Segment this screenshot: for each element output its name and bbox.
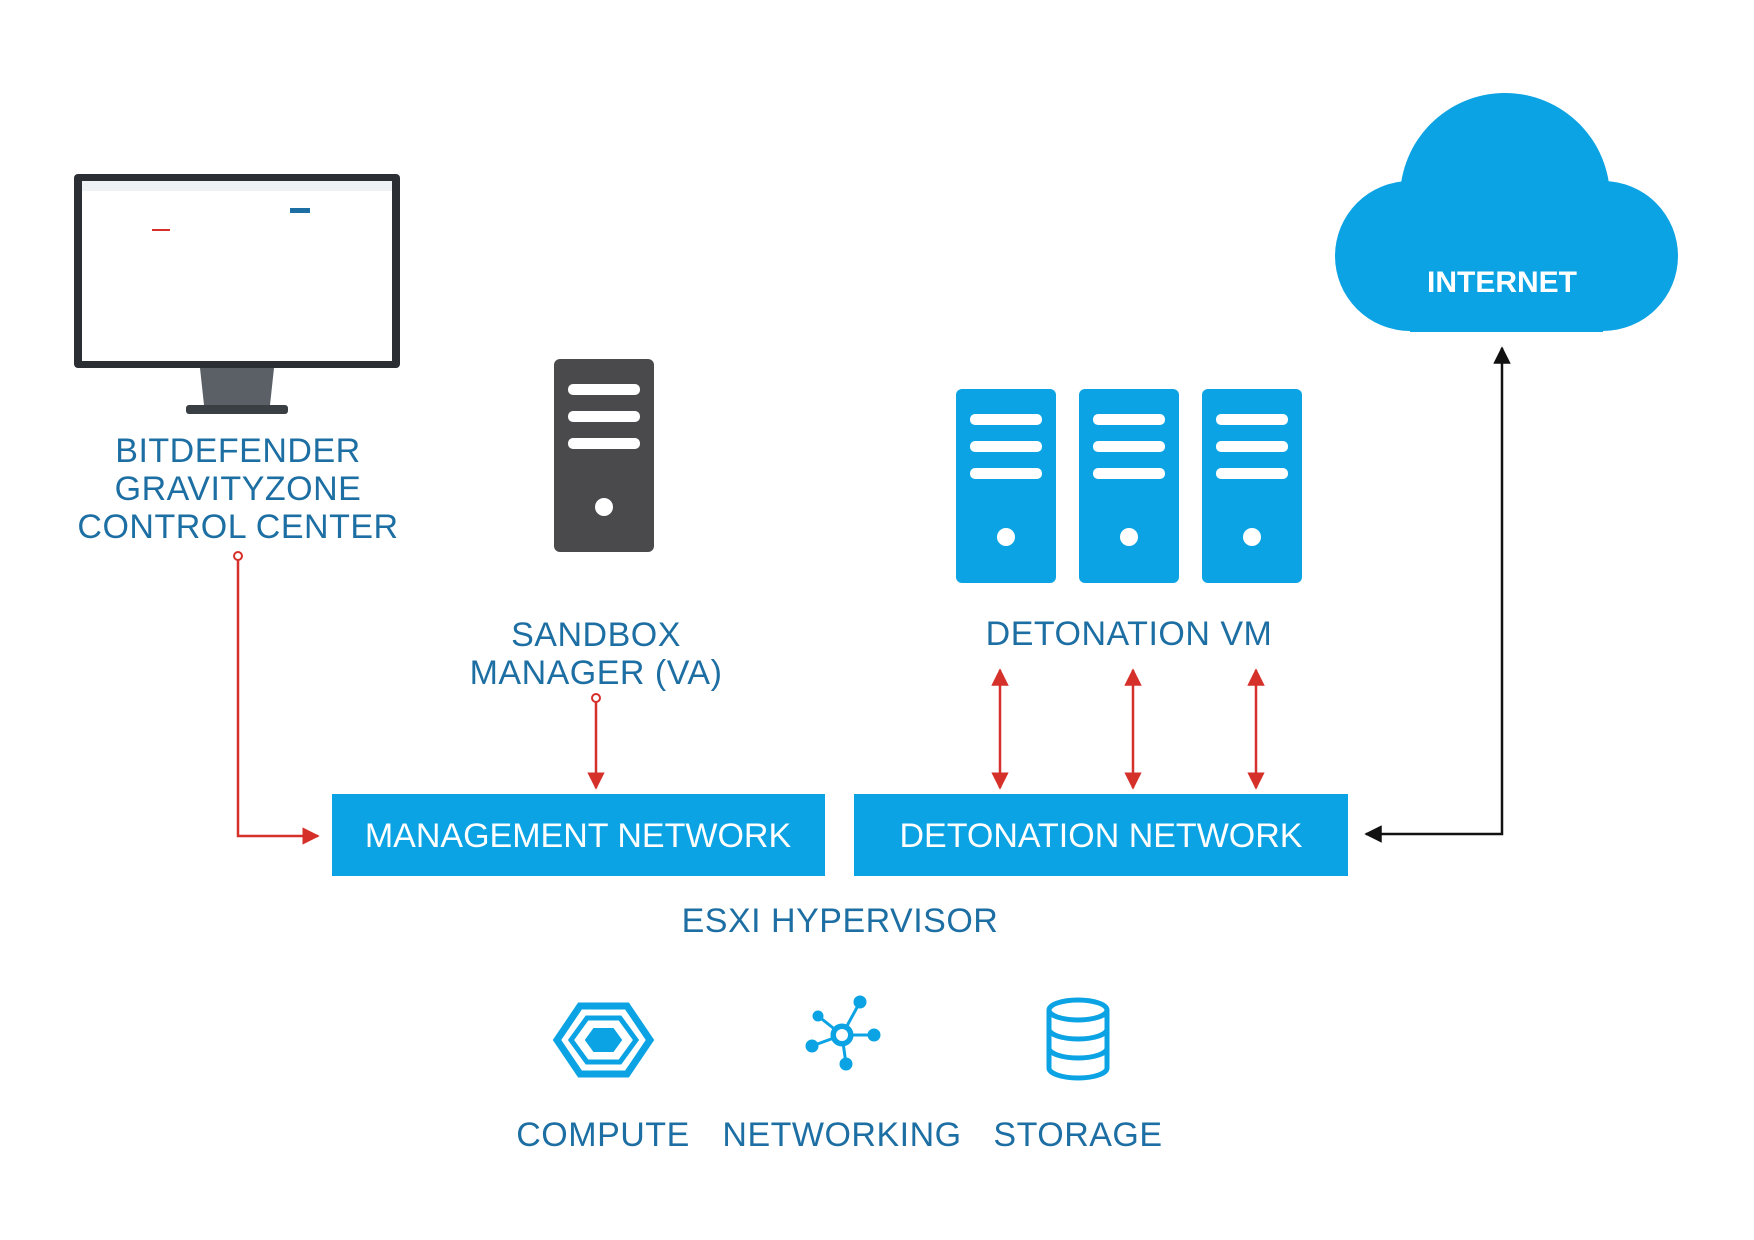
control-center-label-line1: BITDEFENDER — [115, 432, 360, 470]
management-network-bar — [332, 794, 825, 876]
sandbox-manager-connector — [587, 693, 605, 790]
storage-label: STORAGE — [993, 1116, 1162, 1154]
compute-label: COMPUTE — [516, 1116, 690, 1154]
control-center-connector — [233, 551, 320, 845]
compute-icon — [552, 1002, 655, 1078]
detonation-server-icon — [1202, 389, 1302, 583]
internet-label: INTERNET — [1427, 266, 1577, 299]
monitor-icon — [74, 174, 400, 414]
detonation-server-icon — [1079, 389, 1179, 583]
networking-label: NETWORKING — [722, 1116, 961, 1154]
internet-connector — [1364, 346, 1511, 843]
sandbox-manager-label-line1: SANDBOX — [511, 616, 681, 654]
management-network-label: MANAGEMENT NETWORK — [365, 817, 792, 855]
networking-icon — [805, 995, 881, 1071]
sandbox-manager-label-line2: MANAGER (VA) — [470, 654, 723, 692]
detonation-vm-label: DETONATION VM — [986, 615, 1273, 653]
cloud-icon — [1335, 93, 1678, 332]
hypervisor-label: ESXI HYPERVISOR — [682, 902, 999, 940]
control-center-label-line3: CONTROL CENTER — [77, 508, 398, 546]
server-icon — [554, 359, 654, 552]
detonation-network-label: DETONATION NETWORK — [900, 817, 1303, 855]
control-center-label-line2: GRAVITYZONE — [115, 470, 362, 508]
detonation-network-bar — [854, 794, 1348, 876]
detonation-server-icon — [956, 389, 1056, 583]
storage-icon — [1046, 997, 1110, 1081]
